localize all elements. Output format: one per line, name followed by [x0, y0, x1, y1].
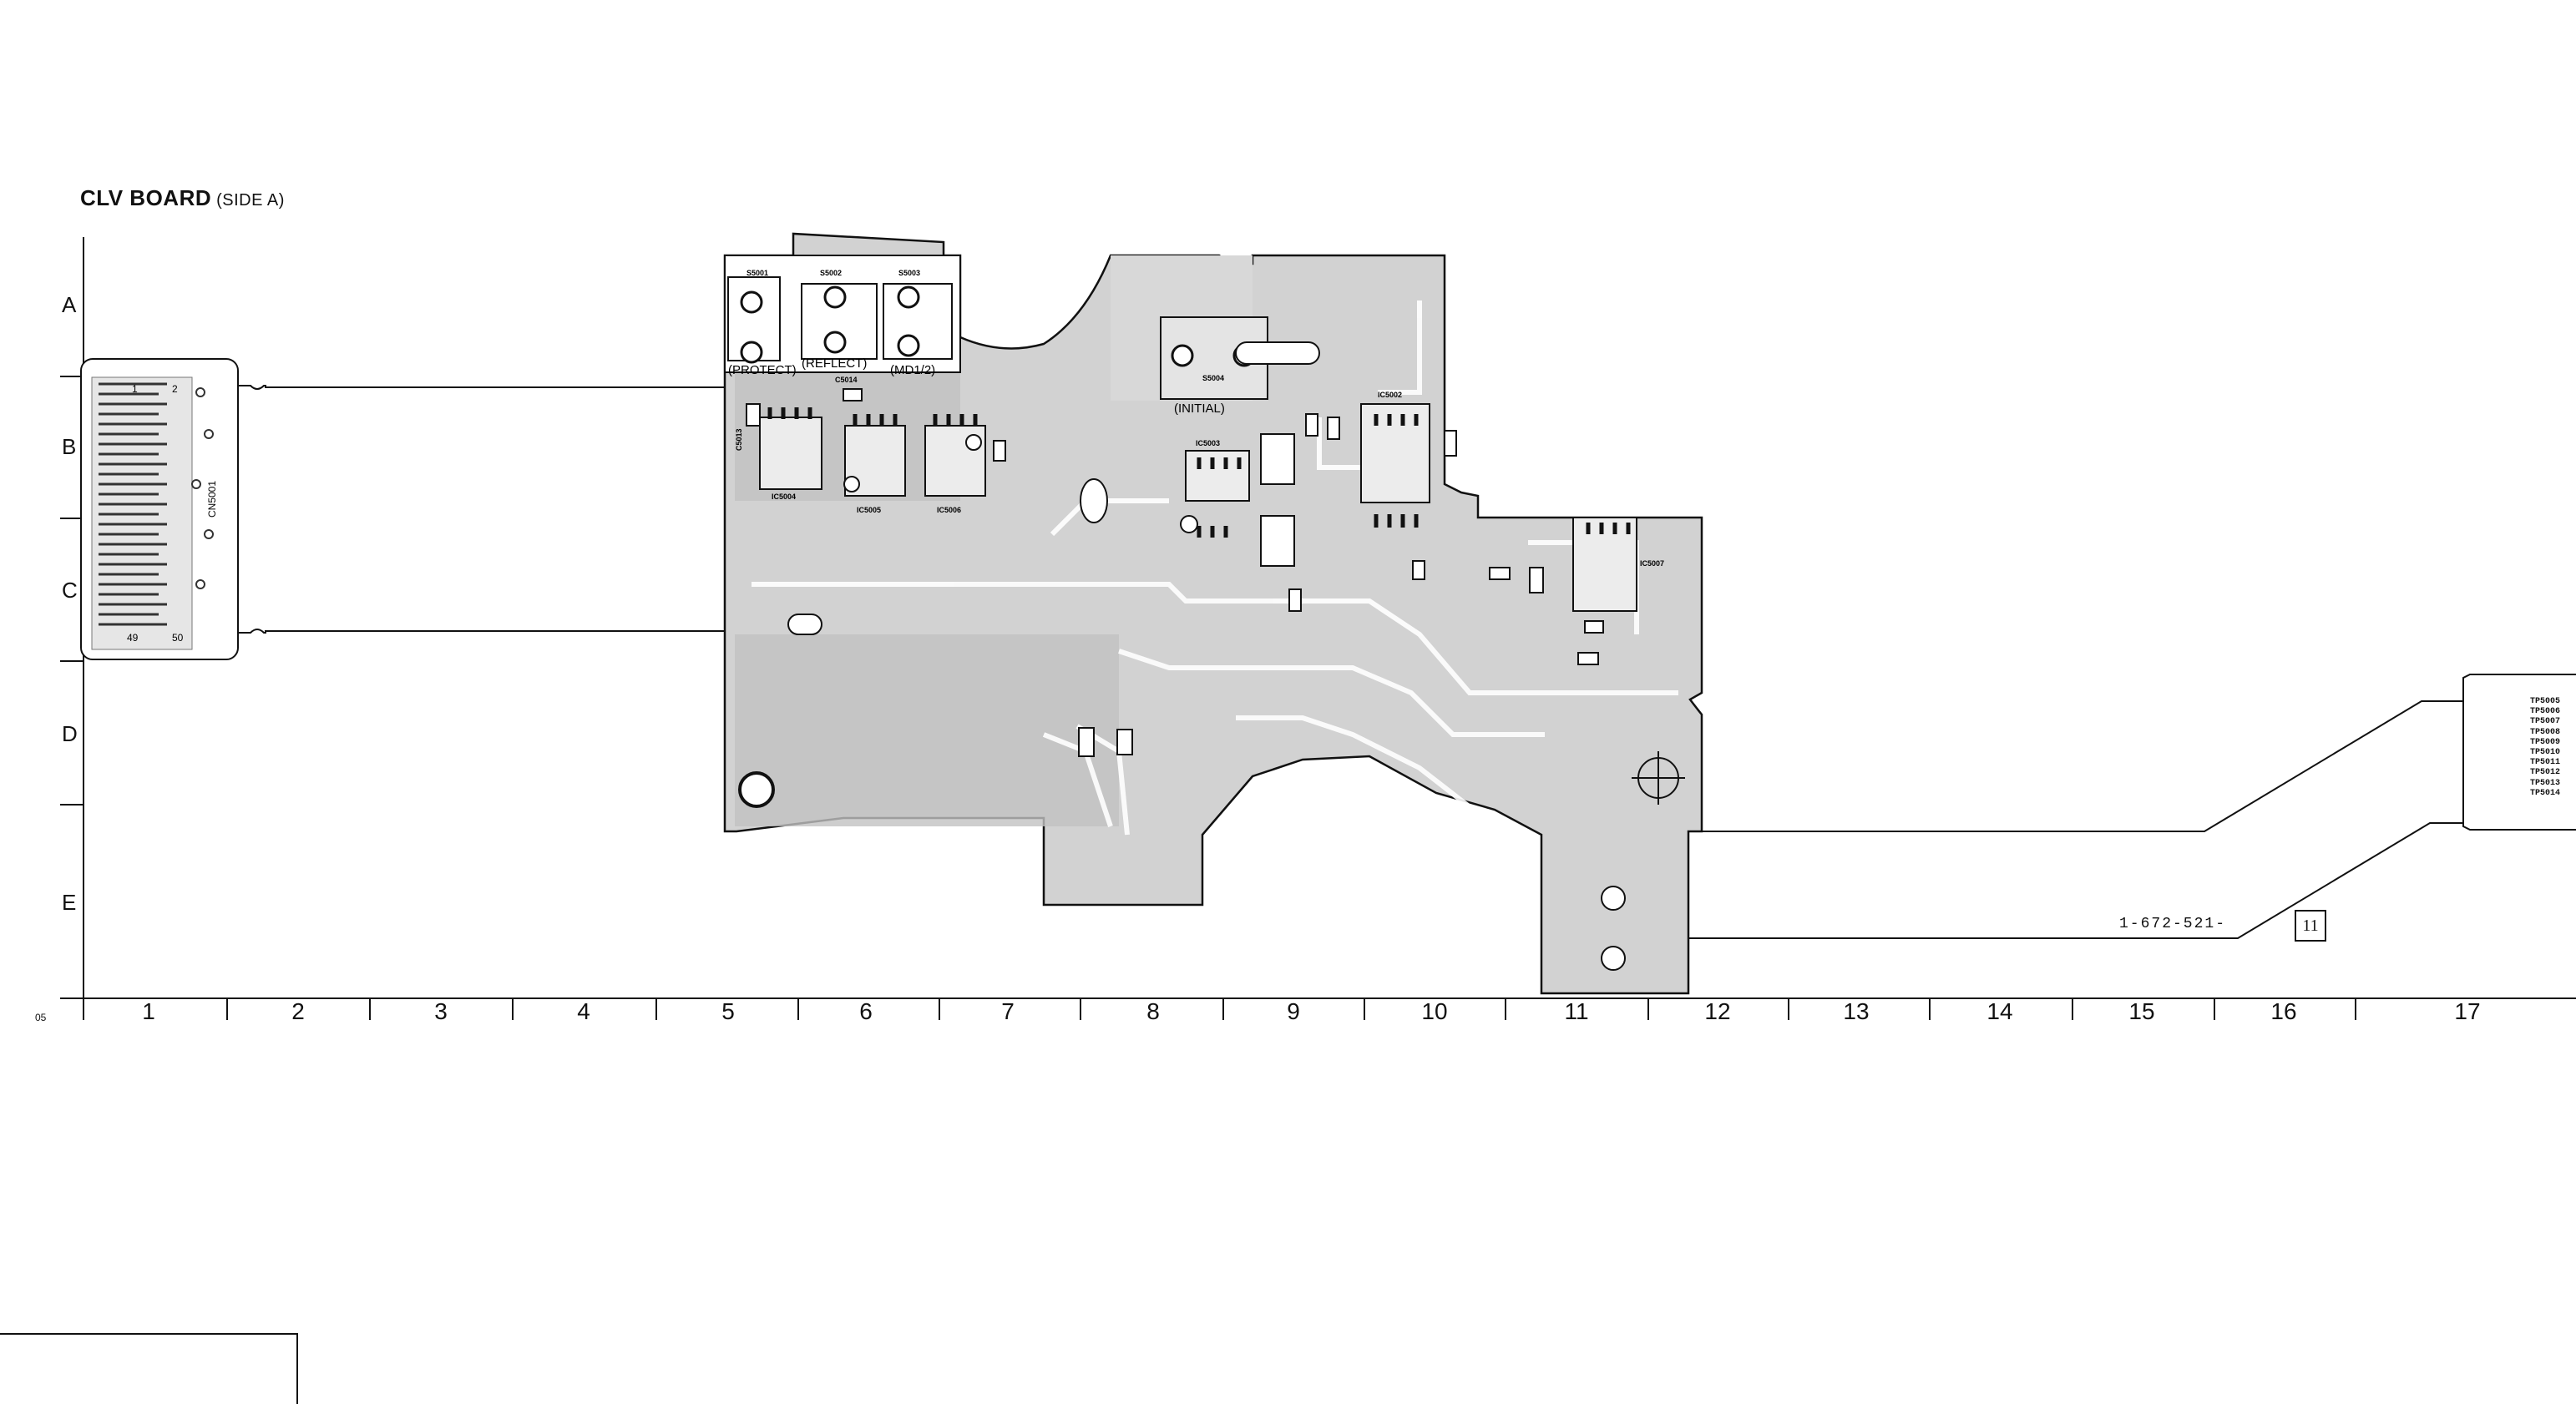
ic-ic5003: IC5003: [1180, 439, 1250, 538]
col-label-11: 11: [1564, 998, 1589, 1024]
row-label-e: E: [62, 890, 77, 915]
test-point: TP5012: [2530, 768, 2561, 778]
ic-ic5007: IC5007: [1572, 517, 1664, 612]
board-title-text: CLV BOARD: [80, 185, 212, 210]
main-pcb: [723, 232, 1703, 995]
col-label-10: 10: [1421, 998, 1448, 1024]
ic5005-label: IC5005: [857, 506, 881, 514]
col-label-3: 3: [434, 998, 448, 1024]
switch-s5001: S5001: [727, 269, 781, 364]
switch-s5003: S5003: [883, 269, 953, 360]
test-point: TP5007: [2530, 717, 2561, 727]
ic5006-label: IC5006: [937, 506, 961, 514]
test-point: TP5013: [2530, 778, 2561, 788]
left-flex-cable: 49 50 2 1 CN5001: [80, 358, 726, 660]
right-flex-cable: [1688, 674, 2576, 939]
test-point: TP5008: [2530, 727, 2561, 737]
col-label-1: 1: [142, 998, 155, 1024]
pin-50-label: 50: [172, 632, 184, 644]
col-label-9: 9: [1287, 998, 1300, 1024]
col-label-17: 17: [2454, 998, 2481, 1024]
s5003-label: S5003: [898, 269, 920, 277]
test-point: TP5006: [2530, 707, 2561, 717]
small-components: [746, 388, 1604, 757]
ic5004-label: IC5004: [772, 492, 796, 501]
ic-ic5002: IC5002: [1360, 391, 1430, 528]
c5014-label: C5014: [835, 376, 858, 384]
col-label-8: 8: [1146, 998, 1160, 1024]
test-point-list: TP5005 TP5006 TP5007 TP5008 TP5009 TP501…: [2530, 697, 2560, 799]
pin-1-label: 1: [132, 383, 138, 395]
col-label-6: 6: [859, 998, 873, 1024]
col-label-2: 2: [291, 998, 305, 1024]
c5013-label: C5013: [735, 428, 743, 451]
s5001-label: S5001: [746, 269, 768, 277]
md12-label: (MD1/2): [890, 363, 935, 377]
col-label-4: 4: [577, 998, 590, 1024]
ic5002-label: IC5002: [1378, 391, 1402, 399]
col-label-7: 7: [1001, 998, 1015, 1024]
col-label-12: 12: [1704, 998, 1731, 1024]
ic5007-label: IC5007: [1640, 559, 1664, 568]
col-label-16: 16: [2270, 998, 2297, 1024]
s5002-label: S5002: [820, 269, 842, 277]
board-side-text: (SIDE A): [216, 191, 285, 210]
pin-2-label: 2: [172, 383, 178, 395]
test-point: TP5005: [2530, 697, 2561, 706]
test-point: TP5011: [2530, 758, 2561, 768]
col-label-13: 13: [1843, 998, 1870, 1024]
reference-box: 11: [2295, 910, 2326, 942]
board-title: CLV BOARD(SIDE A): [80, 185, 285, 211]
col-label-5: 5: [721, 998, 735, 1024]
initial-label: (INITIAL): [1174, 402, 1225, 416]
row-label-d: D: [62, 721, 78, 746]
corner-box: [0, 1333, 298, 1404]
protect-label: (PROTECT): [728, 363, 797, 377]
row-label-c: C: [62, 578, 78, 603]
ic5003-label: IC5003: [1196, 439, 1220, 447]
ic-ic5006: IC5006: [924, 414, 986, 514]
row-label-a: A: [62, 292, 77, 317]
reflect-label: (REFLECT): [802, 356, 867, 371]
part-number: 1-672-521-: [2119, 916, 2227, 932]
test-point: TP5010: [2530, 748, 2561, 758]
test-point: TP5014: [2530, 788, 2561, 798]
switch-s5004: S5004: [1160, 316, 1320, 400]
s5004-label: S5004: [1202, 374, 1224, 382]
test-point: TP5009: [2530, 737, 2561, 747]
col-label-15: 15: [2128, 998, 2155, 1024]
switch-s5002: S5002: [801, 269, 878, 360]
ic-ic5005: IC5005: [843, 414, 906, 514]
cn5001-label: CN5001: [206, 481, 218, 518]
ic-ic5004: IC5004: [759, 407, 822, 501]
col-label-14: 14: [1986, 998, 2013, 1024]
pin-49-label: 49: [127, 632, 139, 644]
row-label-b: B: [62, 434, 77, 459]
margin-code: 05: [35, 1012, 47, 1023]
column-ticks: [83, 998, 2356, 1020]
